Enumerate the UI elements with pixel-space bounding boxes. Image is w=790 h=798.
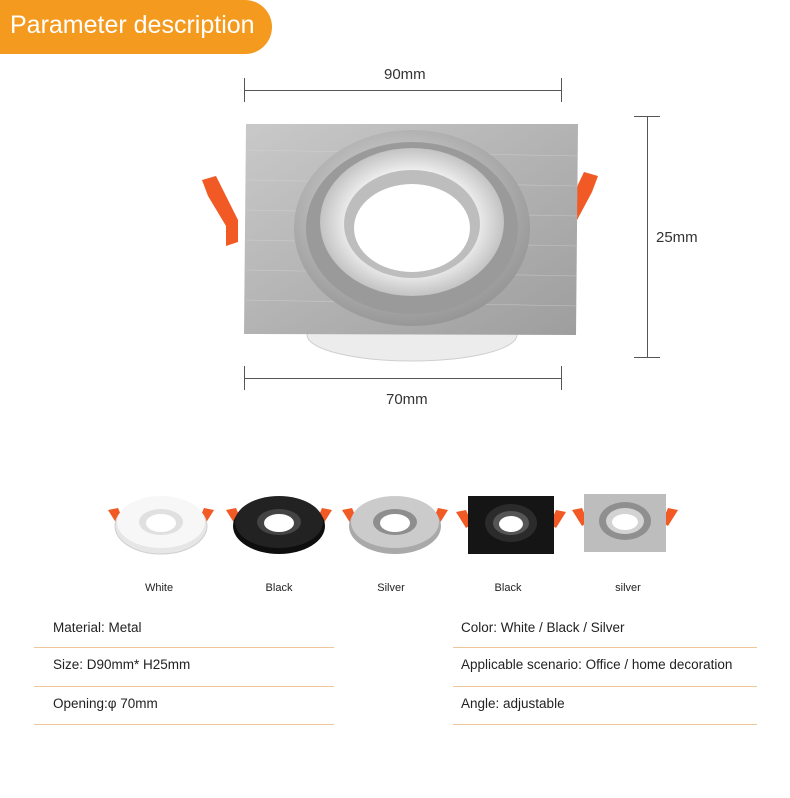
divider xyxy=(34,724,334,725)
divider xyxy=(34,686,334,687)
variant-label: Silver xyxy=(377,582,405,594)
variant-thumbnail[interactable] xyxy=(454,488,568,558)
dimension-tick xyxy=(244,366,245,390)
dimension-bottom-width: 70mm xyxy=(386,391,428,408)
variant-thumbnail[interactable] xyxy=(568,488,682,558)
variant-label: White xyxy=(144,582,174,594)
dimension-line-bottom xyxy=(244,378,562,379)
dimension-tick xyxy=(634,116,660,117)
dimension-line-top xyxy=(244,90,562,91)
divider xyxy=(453,647,757,648)
divider xyxy=(453,724,757,725)
dimension-line-height xyxy=(647,116,648,358)
dimension-tick xyxy=(634,357,660,358)
spec-angle: Angle: adjustable xyxy=(461,696,565,711)
divider xyxy=(453,686,757,687)
dimension-top-width: 90mm xyxy=(384,66,426,83)
product-image xyxy=(202,124,598,362)
spec-opening: Opening:φ 70mm xyxy=(53,696,158,711)
dimension-tick xyxy=(244,78,245,102)
variant-thumbnail[interactable] xyxy=(222,488,336,558)
variant-thumbnail[interactable] xyxy=(104,488,218,558)
dimension-tick xyxy=(561,366,562,390)
variant-thumbnail[interactable] xyxy=(338,488,452,558)
page-title: Parameter description xyxy=(10,11,255,39)
spec-material: Material: Metal xyxy=(53,620,142,635)
spec-size: Size: D90mm* H25mm xyxy=(53,657,191,672)
variant-label: Black xyxy=(265,582,293,594)
spec-color: Color: White / Black / Silver xyxy=(461,620,625,635)
divider xyxy=(34,647,334,648)
spec-scenario: Applicable scenario: Office / home decor… xyxy=(461,657,733,672)
header-banner: Parameter description xyxy=(0,0,272,54)
variant-label: silver xyxy=(615,582,641,594)
dimension-height: 25mm xyxy=(656,229,698,246)
variant-label: Black xyxy=(494,582,522,594)
dimension-tick xyxy=(561,78,562,102)
